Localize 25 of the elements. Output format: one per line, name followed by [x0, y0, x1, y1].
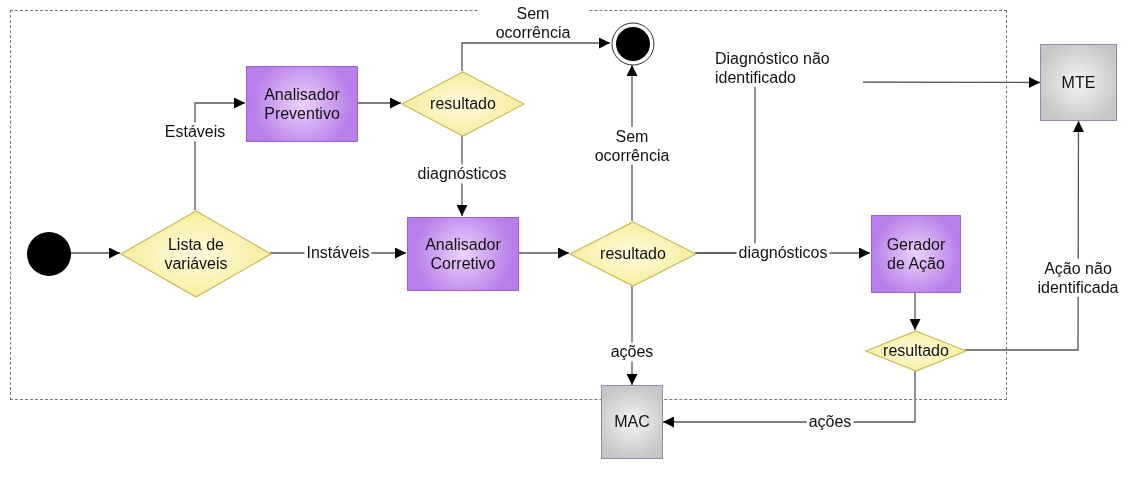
decision-diamond: [866, 331, 966, 371]
arrow: [964, 120, 1084, 351]
process-box: Gerador de Ação: [871, 215, 961, 293]
end-node: [611, 22, 655, 66]
decision-diamond: [402, 72, 524, 136]
decision-diamond: [570, 222, 696, 286]
diamond-label: resultado: [883, 341, 949, 361]
process-box: Analisador Preventivo: [246, 66, 358, 142]
process-box: Analisador Corretivo: [407, 217, 519, 291]
arrow: [69, 247, 121, 259]
arrow: [356, 97, 402, 109]
diamond-label: resultado: [430, 94, 496, 114]
external-box: MTE: [1040, 44, 1117, 121]
arrow: [461, 37, 611, 72]
edge-label: diagnósticos: [736, 243, 830, 263]
edge-label: diagnósticos: [415, 164, 509, 184]
diamond-label: Lista de variáveis: [163, 234, 229, 274]
diamond-label: resultado: [600, 244, 666, 264]
edge-label: ações: [806, 412, 854, 432]
arrow: [517, 247, 570, 259]
edge-label: ações: [608, 342, 656, 362]
external-box: MAC: [601, 385, 663, 459]
decision-diamond: [121, 211, 271, 297]
arrow: [909, 291, 921, 331]
start-node: [27, 232, 71, 276]
